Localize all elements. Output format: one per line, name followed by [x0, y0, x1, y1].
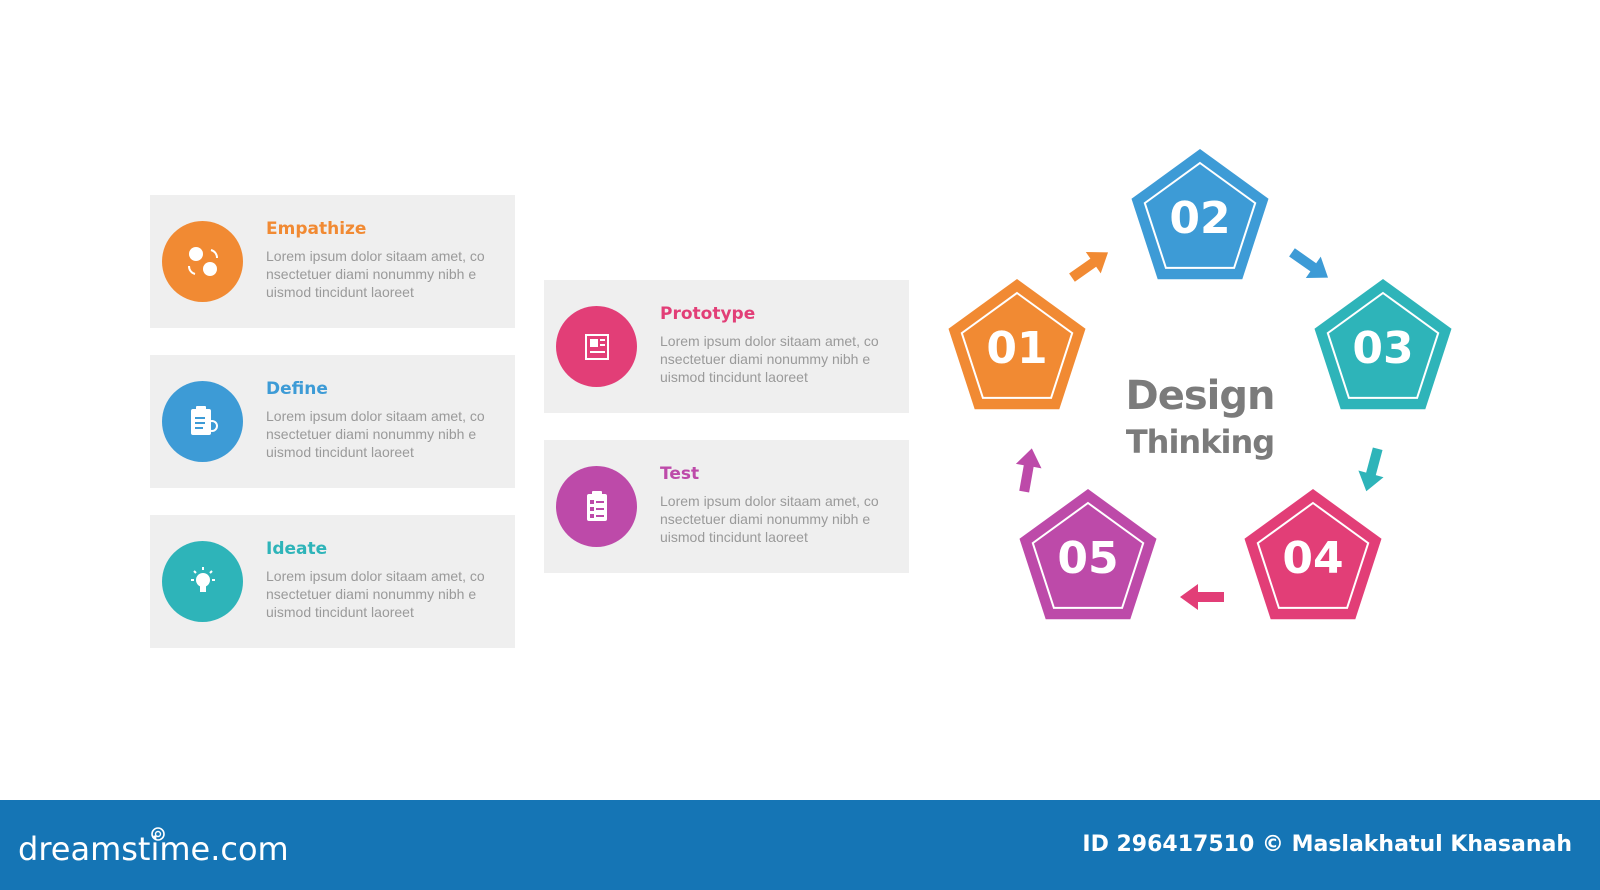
design-thinking-cycle: 01 02 03 04 05: [948, 149, 1452, 620]
step-description: Lorem ipsum dolor sitaam amet, co nsecte…: [266, 408, 485, 460]
spiral-logo-icon: [151, 827, 165, 841]
cycle-arrow-icon: [1358, 447, 1384, 492]
cycle-arrow-icon: [1069, 252, 1109, 282]
pentagon-inner-outline: [1256, 501, 1370, 609]
step-card-prototype: Prototype Lorem ipsum dolor sitaam amet,…: [544, 280, 909, 413]
step-card-define: Define Lorem ipsum dolor sitaam amet, co…: [150, 355, 515, 488]
step-card-empathize: Empathize Lorem ipsum dolor sitaam amet,…: [150, 195, 515, 328]
pentagon-step-01: 01: [948, 279, 1086, 410]
center-title-line1: Design: [1125, 373, 1276, 419]
cycle-arrow-icon: [1180, 584, 1224, 610]
footer-bar: dreamstime.com ID 296417510 © Maslakhatu…: [0, 800, 1600, 890]
pentagon-shape: [1019, 489, 1157, 620]
step-title: Prototype: [660, 304, 756, 324]
step-icon-circle: [556, 306, 637, 387]
step-title: Ideate: [266, 539, 328, 559]
step-description: Lorem ipsum dolor sitaam amet, co nsecte…: [660, 333, 879, 385]
pentagon-shape: [948, 279, 1086, 410]
step-number: 04: [1282, 533, 1343, 584]
step-title: Test: [660, 464, 700, 484]
empathy-people-icon: [187, 246, 218, 276]
step-icon-circle: [162, 381, 243, 462]
image-credit: ID 296417510 © Maslakhatul Khasanah: [1082, 832, 1572, 857]
step-number: 02: [1169, 193, 1230, 244]
lightbulb-icon: [190, 566, 215, 592]
step-title: Define: [266, 379, 328, 399]
step-number: 01: [986, 323, 1047, 374]
step-icon-circle: [162, 541, 243, 622]
step-title: Empathize: [266, 219, 367, 239]
step-icon-circle: [556, 466, 637, 547]
pentagon-inner-outline: [1031, 501, 1145, 609]
center-title-line2: Thinking: [1125, 423, 1275, 461]
cycle-arrow-icon: [1289, 248, 1329, 278]
pentagon-inner-outline: [1143, 161, 1257, 269]
step-icon-circle: [162, 221, 243, 302]
clipboard-search-icon: [190, 405, 218, 435]
pentagon-shape: [1131, 149, 1269, 280]
step-number: 05: [1057, 533, 1118, 584]
step-card-ideate: Ideate Lorem ipsum dolor sitaam amet, co…: [150, 515, 515, 648]
step-description: Lorem ipsum dolor sitaam amet, co nsecte…: [266, 568, 485, 620]
cycle-arrow-icon: [1015, 448, 1042, 493]
step-number: 03: [1352, 323, 1413, 374]
pentagon-step-04: 04: [1244, 489, 1382, 620]
pentagon-step-03: 03: [1314, 279, 1452, 410]
step-description: Lorem ipsum dolor sitaam amet, co nsecte…: [266, 248, 485, 300]
pentagon-step-05: 05: [1019, 489, 1157, 620]
pentagon-inner-outline: [960, 291, 1074, 399]
pentagon-shape: [1244, 489, 1382, 620]
pentagon-inner-outline: [1326, 291, 1440, 399]
pentagon-shape: [1314, 279, 1452, 410]
blueprint-icon: [584, 333, 609, 360]
step-description: Lorem ipsum dolor sitaam amet, co nsecte…: [660, 493, 879, 545]
pentagon-step-02: 02: [1131, 149, 1269, 280]
checklist-icon: [586, 490, 607, 521]
brand-logo-text: dreamstime.com: [18, 830, 289, 868]
step-card-test: Test Lorem ipsum dolor sitaam amet, co n…: [544, 440, 909, 573]
